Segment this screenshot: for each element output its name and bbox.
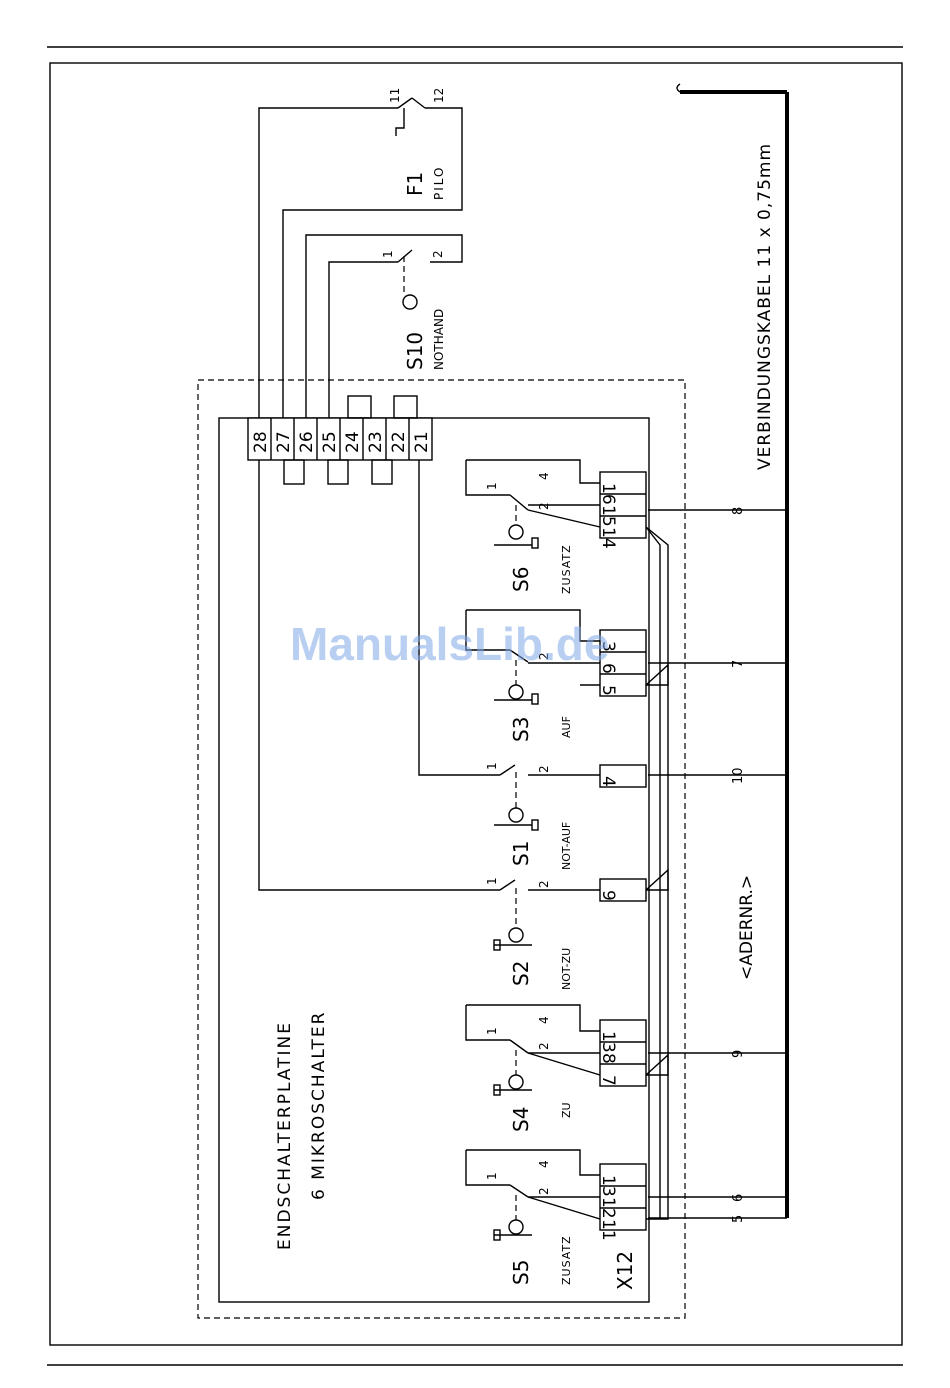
- switch-function: AUF: [560, 716, 573, 738]
- external-wires: [259, 108, 500, 890]
- switch-s5: [466, 1150, 600, 1240]
- switch-id: S3: [509, 717, 533, 742]
- f1-pin-label: 11: [388, 88, 402, 103]
- svg-text:1: 1: [485, 762, 499, 770]
- switch-id: S1: [509, 841, 533, 866]
- svg-text:1: 1: [485, 877, 499, 885]
- core-number: 10: [731, 767, 746, 784]
- f1-pin-label: 12: [432, 88, 446, 103]
- switch-id: S4: [509, 1107, 533, 1132]
- terminal-label: 9: [598, 890, 618, 901]
- watermark: ManualsLib.de: [290, 618, 609, 670]
- terminal-label: 15: [598, 505, 618, 527]
- terminal-label: 16: [598, 483, 618, 505]
- cable-cut-mark: [677, 84, 680, 92]
- s10-pin-label: 1: [381, 250, 395, 258]
- switch-function: ZUSATZ: [560, 544, 573, 594]
- switch-s2: [494, 880, 600, 950]
- s10-emergency-switch: [398, 250, 417, 309]
- svg-text:2: 2: [537, 765, 551, 773]
- svg-text:4: 4: [537, 1160, 551, 1168]
- svg-text:1: 1: [485, 1027, 499, 1035]
- svg-text:2: 2: [537, 1187, 551, 1195]
- terminal-blocks-right: [600, 472, 646, 1230]
- terminal-label: 4: [598, 776, 618, 787]
- core-taps: [648, 510, 787, 1218]
- terminal-label: 13: [598, 1031, 618, 1053]
- switch-function: NOT-AUF: [560, 822, 573, 870]
- svg-text:2: 2: [537, 502, 551, 510]
- core-number: 6: [731, 1194, 746, 1202]
- core-number: 5: [731, 1215, 746, 1223]
- f1-name: PILO: [432, 166, 446, 200]
- f1-label: F1: [403, 172, 427, 196]
- terminal-label: 12: [598, 1197, 618, 1219]
- connector-label: X12: [613, 1251, 637, 1290]
- switch-function: ZU: [560, 1102, 573, 1118]
- s10-name: NOTHAND: [432, 309, 446, 370]
- switch-s6: [466, 460, 600, 548]
- terminal-label: 5: [598, 685, 618, 696]
- switch-s4: [466, 1005, 600, 1095]
- terminal-label: 28: [251, 431, 271, 453]
- terminal-label: 14: [598, 527, 618, 549]
- svg-text:4: 4: [537, 472, 551, 480]
- switch-id: S6: [509, 567, 533, 592]
- core-number-label: <ADERNR.>: [737, 875, 757, 980]
- board-subtitle: 6 MIKROSCHALTER: [309, 1011, 329, 1200]
- core-number: 7: [731, 660, 746, 668]
- terminal-label: 24: [343, 431, 363, 453]
- svg-text:1: 1: [485, 482, 499, 490]
- svg-text:2: 2: [537, 880, 551, 888]
- terminal-label: 23: [366, 431, 386, 453]
- svg-text:2: 2: [537, 1042, 551, 1050]
- switch-id: S5: [509, 1260, 533, 1285]
- terminal-label: 11: [598, 1219, 618, 1241]
- svg-text:1: 1: [485, 1172, 499, 1180]
- board-title: ENDSCHALTERPLATINE: [275, 1021, 295, 1250]
- terminal-label: 25: [320, 431, 340, 453]
- terminal-label: 26: [297, 431, 317, 453]
- terminal-label: 7: [598, 1075, 618, 1086]
- terminal-label: 27: [274, 431, 294, 453]
- switch-function: NOT-ZU: [560, 948, 573, 990]
- s10-label: S10: [403, 332, 427, 370]
- core-number: 8: [731, 507, 746, 515]
- terminal-label: 8: [598, 1053, 618, 1064]
- terminal-label: 22: [389, 431, 409, 453]
- switch-id: S2: [509, 961, 533, 986]
- svg-text:4: 4: [537, 1016, 551, 1024]
- terminal-label: 13: [598, 1175, 618, 1197]
- cable-label: VERBINDUNGSKABEL 11 x 0,75mm: [755, 143, 775, 470]
- terminal-label: 21: [412, 431, 432, 453]
- s10-pin-label: 2: [431, 250, 445, 258]
- core-number: 9: [731, 1050, 746, 1058]
- switch-s1: [494, 765, 600, 830]
- switch-function: ZUSATZ: [560, 1235, 573, 1285]
